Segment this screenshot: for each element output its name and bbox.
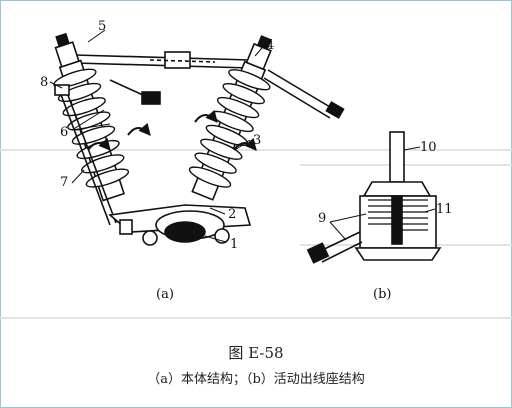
connecting-tube	[74, 51, 251, 69]
callout-labels-b: 10 11 9 (b)	[318, 140, 453, 302]
rotation-arrows	[87, 109, 257, 151]
left-bracket	[141, 91, 161, 105]
panel-label-b: (b)	[373, 287, 391, 302]
callout-labels-a: 5 4 8 6 3 7 2 1 (a)	[40, 19, 274, 302]
figure-caption: （a）本体结构；（b）活动出线座结构	[147, 372, 365, 387]
callout-2: 2	[228, 207, 236, 222]
right-insulator	[188, 35, 272, 201]
outer-rod	[54, 84, 117, 226]
callout-7: 7	[60, 175, 68, 190]
callout-8: 8	[40, 75, 48, 90]
panel-a-drawing	[53, 32, 345, 246]
callout-4: 4	[266, 38, 274, 53]
leader-lines-a	[49, 29, 263, 243]
base-mechanism	[108, 204, 252, 246]
right-terminal-arm	[263, 69, 345, 119]
callout-10: 10	[420, 140, 437, 155]
panel-b-drawing	[306, 131, 442, 264]
callout-9: 9	[318, 211, 326, 226]
callout-1: 1	[230, 237, 238, 252]
callout-6: 6	[60, 125, 68, 140]
panel-label-a: (a)	[156, 287, 174, 302]
callout-3: 3	[253, 133, 261, 148]
figure-title: 图 E-58	[228, 344, 284, 362]
leader-lines-b	[329, 146, 436, 241]
callout-11: 11	[436, 202, 453, 217]
left-insulator	[53, 32, 130, 202]
callout-5: 5	[98, 19, 106, 34]
